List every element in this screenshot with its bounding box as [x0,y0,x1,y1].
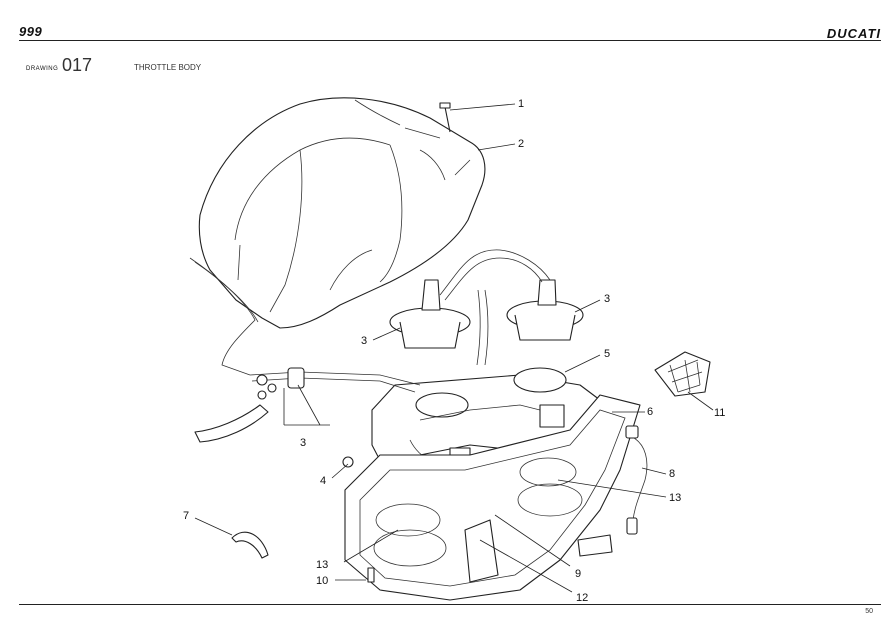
fitting-part [256,367,305,400]
callout-2: 2 [518,138,524,150]
airbox-part [198,97,486,329]
callout-3-right: 3 [604,293,610,305]
clip-part [231,531,269,559]
page-number: 50 [865,608,873,615]
footer-rule [19,604,881,605]
base-plate-part [344,394,641,601]
callout-7: 7 [183,510,189,522]
callout-13-left: 13 [316,559,328,571]
callout-8: 8 [669,468,675,480]
drawing-title: THROTTLE BODY [134,63,202,72]
callout-12: 12 [576,592,588,604]
intake-funnel-part [389,279,584,349]
small-screw-part [342,456,375,583]
callout-10: 10 [316,575,328,587]
grille-part [654,351,711,397]
callout-1: 1 [518,98,524,110]
callout-4: 4 [320,475,326,487]
header-rule [19,40,881,41]
leader-lines [194,103,714,593]
brand-logo: DUCATI [826,26,881,41]
drawing-number: 017 [62,55,93,75]
callout-11: 11 [714,407,725,419]
drawing-label: DRAWING [26,66,59,72]
callout-9: 9 [575,568,581,580]
sensor-cable-part [625,425,648,535]
callout-3-bottom: 3 [300,437,306,449]
callout-13-right: 13 [669,492,681,504]
model-name: 999 [19,24,43,39]
callout-3-left: 3 [361,335,367,347]
callout-5: 5 [604,348,610,360]
callout-6: 6 [647,406,653,418]
screw-part [439,102,451,133]
hose-part [189,249,551,443]
